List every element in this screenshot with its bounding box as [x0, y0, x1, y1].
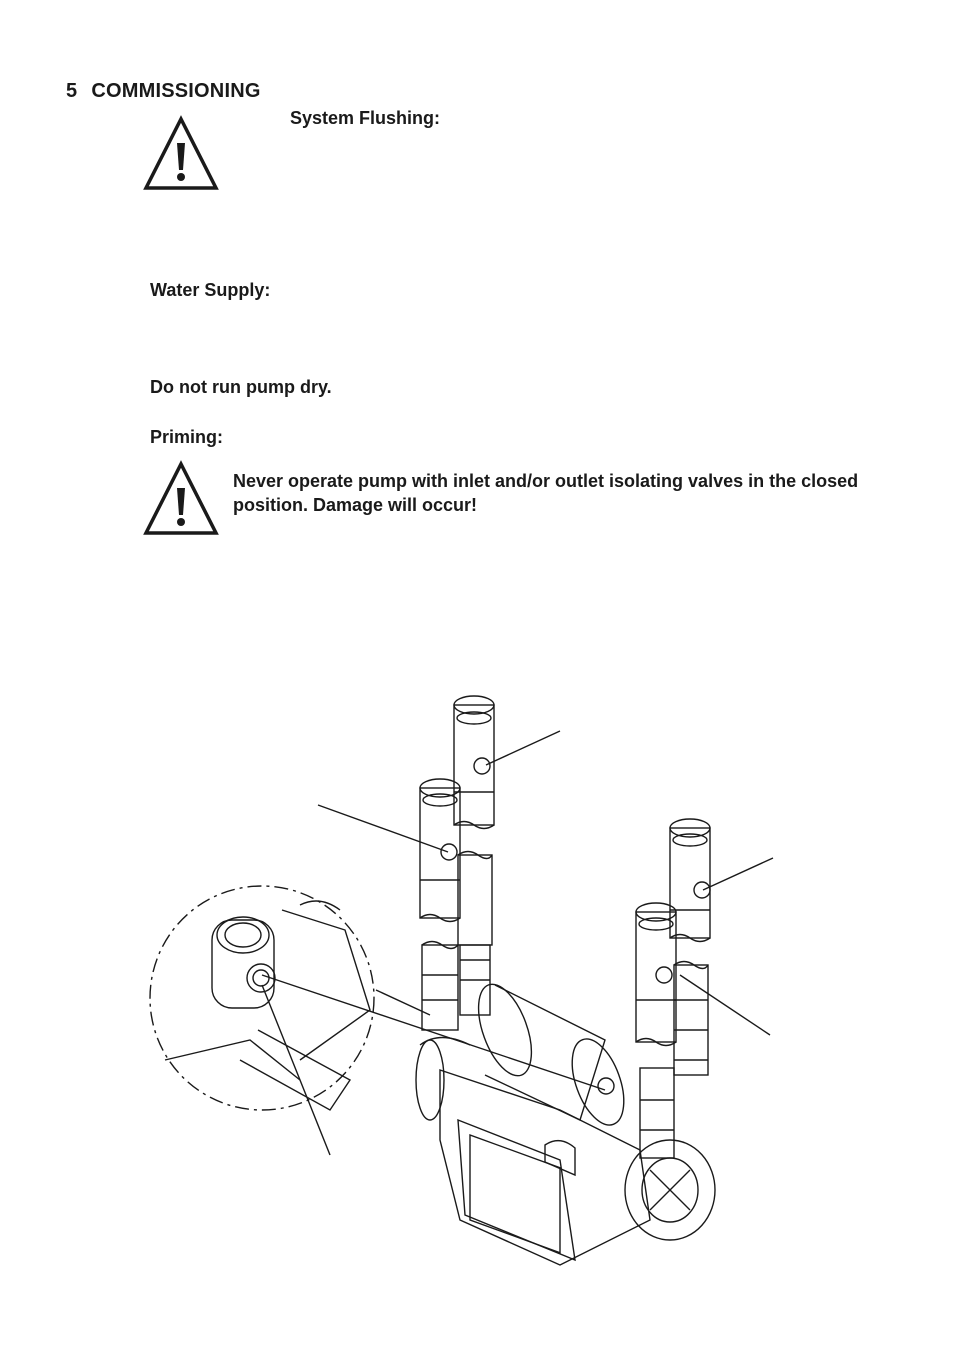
- water-supply-label: Water Supply:: [150, 280, 271, 300]
- warning-triangle-icon: [143, 460, 219, 535]
- dry-run-warning: Do not run pump dry.: [150, 377, 332, 397]
- valve-warning-text: Never operate pump with inlet and/or out…: [233, 471, 859, 515]
- section-heading: 5 COMMISSIONING: [66, 80, 261, 103]
- priming-label: Priming:: [150, 427, 224, 447]
- warning-triangle-icon: [143, 115, 219, 190]
- section-number: 5: [66, 80, 78, 102]
- section-title: COMMISSIONING: [91, 80, 261, 102]
- system-flushing-label: System Flushing:: [290, 108, 441, 128]
